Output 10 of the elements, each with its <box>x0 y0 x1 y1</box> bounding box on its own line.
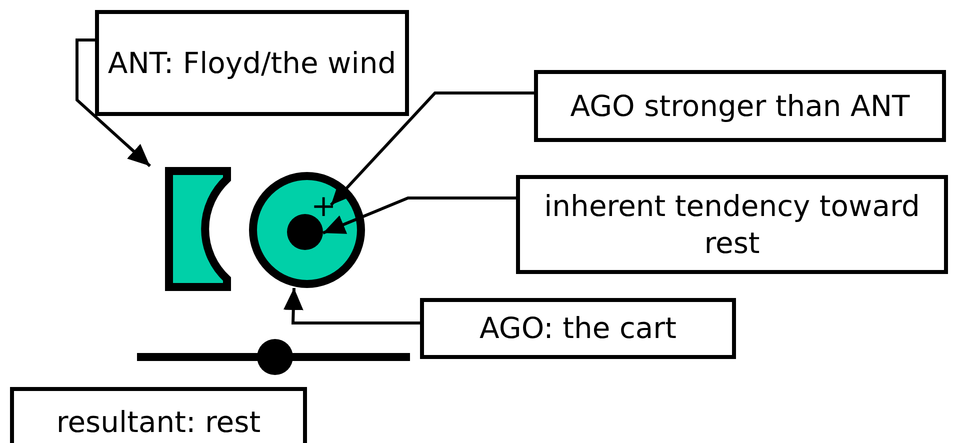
label-box: AGO stronger than ANT <box>534 70 946 142</box>
label-box: inherent tendency toward rest <box>516 175 948 274</box>
arrow <box>322 196 516 234</box>
label-box: AGO: the cart <box>420 298 736 359</box>
plus-sign: + <box>311 192 336 222</box>
arrow <box>283 288 420 324</box>
label-box: ANT: Floyd/the wind <box>95 10 409 116</box>
arrow <box>330 92 534 206</box>
arrow <box>76 38 151 168</box>
label-box: resultant: rest <box>10 387 307 443</box>
